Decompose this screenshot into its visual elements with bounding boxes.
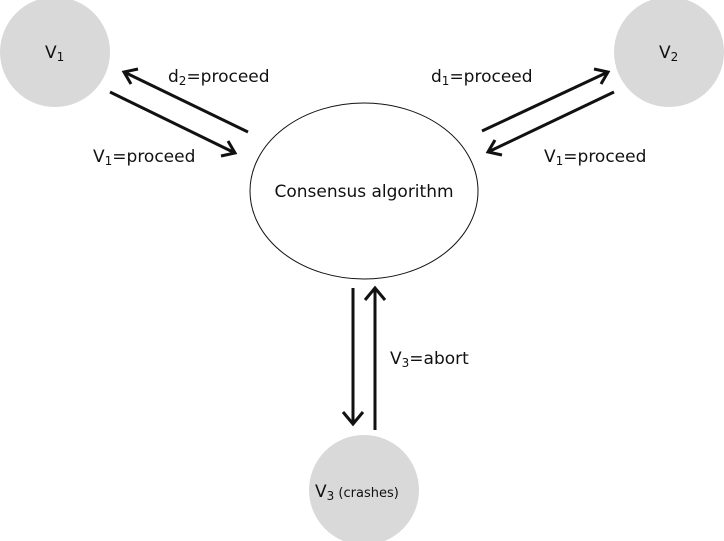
node-v2-label: V2 (659, 43, 678, 64)
node-v3 (309, 435, 419, 541)
edge-label-v3-abort: V3=abort (390, 349, 469, 370)
arrow-consensus-to-v1 (121, 67, 249, 134)
arrow-consensus-to-v3 (341, 288, 365, 427)
edge-label-v1-proceed-right: V1=proceed (544, 147, 646, 168)
node-v3-label: V3 (crashes) (315, 482, 399, 503)
node-v1 (0, 0, 110, 107)
edge-label-v1-proceed-left: V1=proceed (93, 147, 195, 168)
arrow-v2-to-consensus (485, 90, 615, 157)
arrow-v1-to-consensus (109, 90, 238, 158)
node-v1-label: V1 (45, 43, 64, 64)
node-v2 (614, 0, 724, 107)
edge-label-d1-proceed: d1=proceed (431, 67, 533, 88)
consensus-label: Consensus algorithm (274, 182, 453, 202)
arrow-v3-to-consensus (363, 285, 387, 430)
consensus-node (249, 102, 479, 280)
edge-label-d2-proceed: d2=proceed (168, 67, 270, 88)
arrow-consensus-to-v2 (481, 67, 611, 133)
